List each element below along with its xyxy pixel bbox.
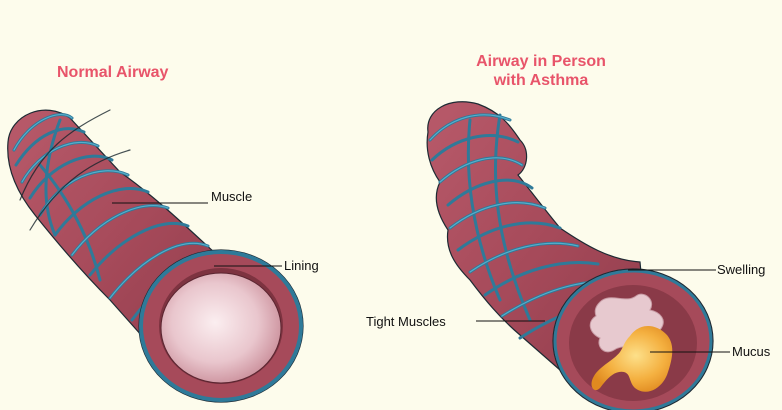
asthma-airway-title-line2: with Asthma — [466, 71, 616, 90]
muscle-label: Muscle — [211, 189, 252, 204]
asthma-airway-opening — [553, 269, 713, 410]
normal-airway-opening — [139, 250, 303, 402]
asthma-airway-title: Airway in Person with Asthma — [466, 52, 616, 90]
normal-airway — [8, 110, 303, 402]
swelling-label: Swelling — [717, 262, 765, 277]
mucus-label: Mucus — [732, 344, 770, 359]
normal-airway-title: Normal Airway — [57, 63, 168, 82]
lining-label: Lining — [284, 258, 319, 273]
tight-muscles-label: Tight Muscles — [366, 314, 446, 329]
asthma-airway — [427, 102, 730, 410]
asthma-airway-title-line1: Airway in Person — [466, 52, 616, 71]
